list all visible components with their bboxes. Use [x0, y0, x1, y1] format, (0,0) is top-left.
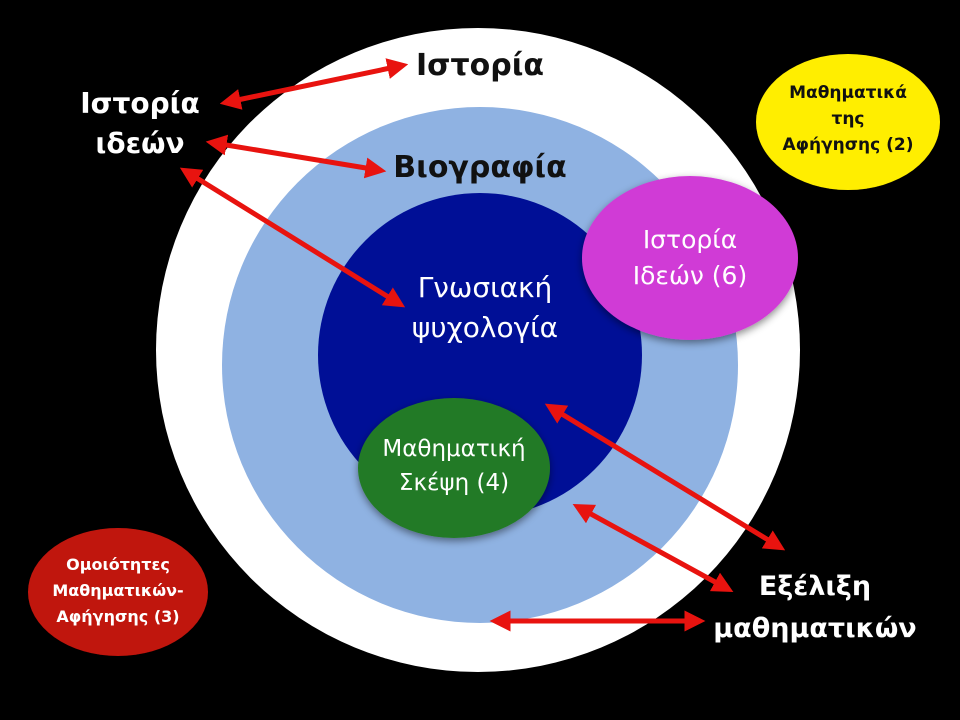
bubble-similarities	[28, 528, 208, 656]
label-cognitive-psychology: Γνωσιακή ψυχολογία	[380, 268, 590, 348]
label-narrative-mathematics: Μαθηματικά της Αφήγησης (2)	[768, 80, 928, 158]
label-narrative-line1: Μαθηματικά	[789, 83, 907, 103]
label-math-thinking-line1: Μαθηματική	[382, 436, 526, 462]
label-cognitive-line1: Γνωσιακή	[417, 271, 553, 304]
label-side-left-line2: ιδεών	[95, 127, 185, 160]
label-side-left-line1: Ιστορία	[80, 87, 200, 120]
arrow-right-to-middle	[572, 503, 734, 593]
label-history-of-ideas: Ιστορία Ιδεών (6)	[600, 222, 780, 294]
arrow-left-to-history	[219, 58, 409, 110]
label-similarities-line2: Μαθηματικών-	[52, 581, 184, 600]
label-narrative-line3: Αφήγησης (2)	[782, 135, 914, 155]
arrow-right-to-inner	[544, 403, 786, 551]
label-similarities-line3: Αφήγησης (3)	[56, 607, 180, 626]
bubble-narrative-mathematics	[756, 54, 940, 190]
bubble-mathematical-thinking	[358, 398, 550, 538]
label-mathematical-thinking: Μαθηματική Σκέψη (4)	[354, 432, 554, 500]
label-biography: Βιογραφία	[393, 150, 567, 185]
label-side-right-line2: μαθηματικών	[713, 613, 917, 644]
label-math-thinking-line2: Σκέψη (4)	[398, 470, 510, 496]
label-similarities-line1: Ομοιότητες	[66, 555, 170, 574]
label-narrative-line2: της	[831, 109, 865, 129]
label-similarities: Ομοιότητες Μαθηματικών- Αφήγησης (3)	[33, 552, 203, 630]
label-history-of-ideas-line1: Ιστορία	[642, 225, 738, 254]
label-history-of-ideas-line2: Ιδεών (6)	[632, 261, 748, 290]
arrow-left-to-biography	[205, 134, 387, 179]
label-history: Ιστορία	[415, 48, 545, 83]
label-evolution-of-mathematics: Εξέλιξη μαθηματικών	[700, 566, 930, 650]
label-cognitive-line2: ψυχολογία	[411, 311, 559, 344]
arrow-left-to-cognitive	[179, 167, 406, 308]
label-history-of-ideas-side: Ιστορία ιδεών	[60, 84, 220, 164]
label-side-right-line1: Εξέλιξη	[758, 571, 872, 602]
bubble-history-of-ideas	[582, 176, 798, 340]
